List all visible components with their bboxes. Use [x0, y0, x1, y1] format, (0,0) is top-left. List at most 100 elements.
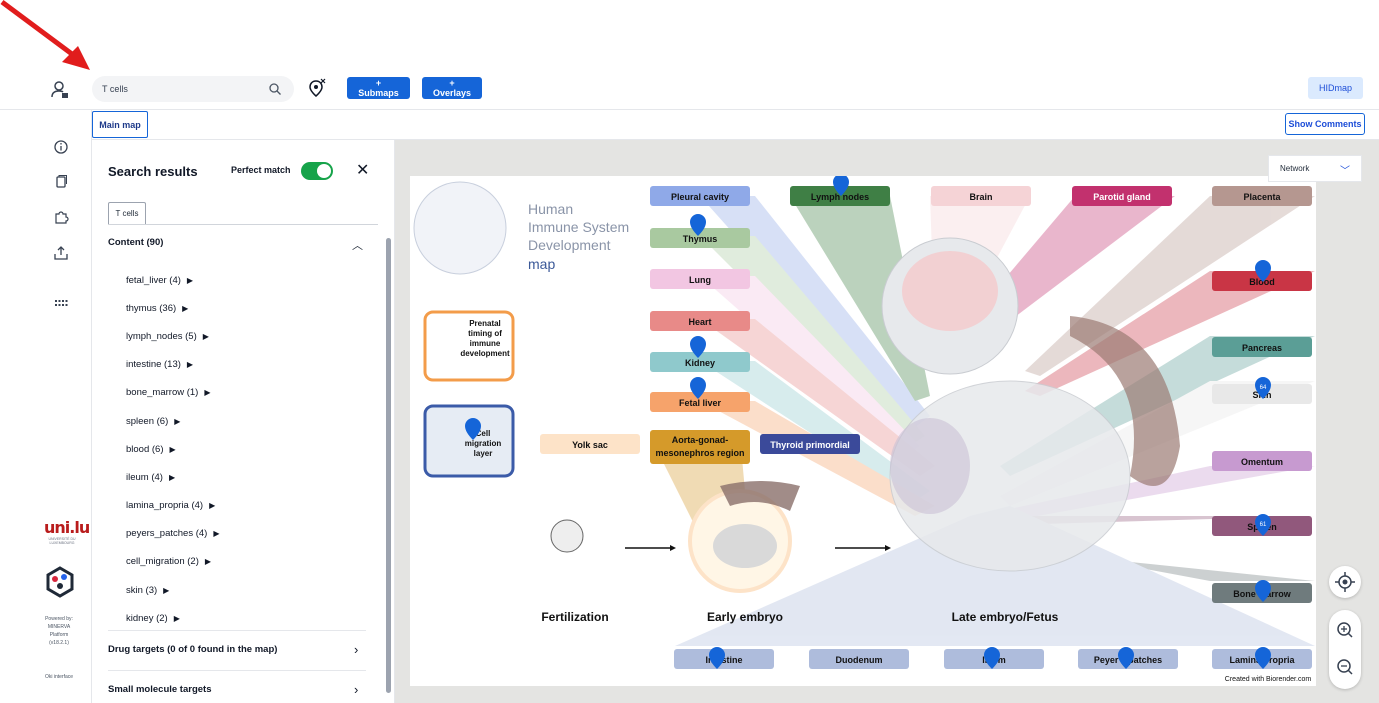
bottom-organ-labels[interactable]: Intestine Duodenum Ileum Peyer's patches… [674, 649, 1312, 669]
list-item[interactable]: ileum (4)▶ [126, 471, 176, 483]
minerva-logo [46, 566, 74, 598]
stage-early-embryo: Early embryo [707, 610, 783, 624]
clear-pins-icon[interactable] [307, 78, 327, 98]
triangle-right-icon: ▶ [209, 501, 216, 511]
drug-targets-header[interactable]: Drug targets (0 of 0 found in the map) [108, 644, 278, 655]
list-item[interactable]: fetal_liver (4)▶ [126, 274, 194, 286]
svg-text:Human: Human [528, 201, 573, 217]
svg-text:Thymus: Thymus [683, 234, 718, 244]
svg-text:Fetal liver: Fetal liver [679, 398, 722, 408]
triangle-right-icon: ▶ [204, 388, 211, 398]
pin-count: 64 [1260, 385, 1267, 391]
list-item[interactable]: thymus (36)▶ [126, 302, 189, 314]
svg-text:migration: migration [465, 439, 502, 448]
svg-text:Lung: Lung [689, 275, 711, 285]
list-item[interactable]: kidney (2)▶ [126, 612, 180, 624]
list-item[interactable]: intestine (13)▶ [126, 359, 194, 371]
svg-text:Lymph nodes: Lymph nodes [811, 192, 869, 202]
scrollbar[interactable] [386, 238, 391, 693]
svg-text:Parotid gland: Parotid gland [1093, 192, 1151, 202]
map-viewport[interactable]: Human Immune System Development map Pren… [395, 140, 1379, 703]
list-item[interactable]: cell_migration (2)▶ [126, 556, 212, 568]
search-result-pins[interactable] [465, 176, 1271, 669]
svg-text:immune: immune [470, 339, 501, 348]
close-icon[interactable]: ✕ [356, 162, 370, 179]
map-pin-icon [1255, 260, 1271, 282]
svg-text:mesonephros region: mesonephros region [655, 448, 744, 458]
chevron-right-icon[interactable]: › [354, 682, 359, 697]
biorender-credit: Created with Biorender.com [1225, 676, 1312, 683]
svg-text:Placenta: Placenta [1243, 192, 1281, 202]
tab-main-map[interactable]: Main map [92, 111, 148, 138]
development-illustrations [550, 237, 1180, 593]
map-tab-row: Main map Show Comments [92, 110, 1379, 140]
info-icon[interactable] [52, 138, 70, 156]
svg-text:Duodenum: Duodenum [836, 655, 883, 665]
submaps-button[interactable]: + Submaps [347, 77, 410, 99]
powered-by-text: Powered by: MINERVA Platform (v18.2.1) [45, 616, 73, 646]
top-organ-labels[interactable]: Lymph nodes Brain Parotid gland Placenta [790, 186, 1312, 206]
svg-text:Kidney: Kidney [685, 358, 715, 368]
map-pin-icon [1118, 647, 1134, 669]
divider [108, 630, 366, 631]
results-list: fetal_liver (4)▶ thymus (36)▶ lymph_node… [126, 266, 356, 632]
copy-icon[interactable] [52, 173, 70, 191]
search-input[interactable] [102, 84, 262, 94]
chevron-down-icon: ﹀ [1340, 166, 1350, 177]
divider [108, 224, 378, 225]
svg-text:Thyroid primordial: Thyroid primordial [770, 440, 850, 450]
overlays-button[interactable]: + Overlays [422, 77, 482, 99]
list-item[interactable]: lymph_nodes (5)▶ [126, 330, 209, 342]
perfect-match-toggle[interactable] [301, 162, 333, 180]
list-item[interactable]: bone_marrow (1)▶ [126, 387, 211, 399]
export-icon[interactable] [52, 244, 70, 262]
grid-icon[interactable] [52, 294, 70, 312]
oki-interface-text: Oki interface [44, 674, 74, 680]
cell-migration-box[interactable] [423, 404, 515, 478]
zoom-out-icon[interactable] [1329, 651, 1361, 687]
map-pin-icon [690, 336, 706, 358]
small-molecule-header[interactable]: Small molecule targets [108, 684, 212, 695]
content-section-header[interactable]: Content (90) [108, 237, 164, 248]
right-organ-labels[interactable]: Blood Pancreas Skin Omentum Spleen Bone … [1212, 271, 1312, 603]
svg-text:Heart: Heart [688, 317, 711, 327]
map-pin-icon [709, 647, 725, 669]
zoom-in-icon[interactable] [1329, 610, 1361, 646]
triangle-right-icon: ▶ [202, 331, 209, 341]
triangle-right-icon: ▶ [213, 529, 220, 539]
plugin-icon[interactable] [52, 208, 70, 226]
list-item[interactable]: blood (6)▶ [126, 443, 176, 455]
query-tab[interactable]: T cells [108, 202, 146, 224]
triangle-right-icon: ▶ [163, 585, 170, 595]
search-icon[interactable] [268, 82, 282, 96]
chevron-right-icon[interactable]: › [354, 642, 359, 657]
immune-system-map[interactable]: Human Immune System Development map Pren… [410, 176, 1316, 686]
triangle-right-icon: ▶ [173, 613, 180, 623]
prenatal-timing-box[interactable] [423, 310, 515, 382]
left-rail: uni.lu UNIVERSITÉ DU LUXEMBOURG Powered … [34, 110, 92, 703]
search-results-panel: Search results Perfect match ✕ T cells C… [92, 140, 395, 703]
network-select[interactable]: Network ﹀ [1268, 155, 1362, 182]
zoom-controls [1329, 610, 1361, 689]
search-box[interactable] [92, 76, 294, 102]
list-item[interactable]: skin (3)▶ [126, 584, 170, 596]
immune-logo [413, 181, 507, 275]
user-icon[interactable] [50, 80, 70, 100]
show-comments-button[interactable]: Show Comments [1285, 113, 1365, 135]
triangle-right-icon: ▶ [169, 444, 176, 454]
svg-text:Immune System: Immune System [528, 219, 629, 235]
list-item[interactable]: peyers_patches (4)▶ [126, 528, 220, 540]
hidmap-button[interactable]: HIDmap [1308, 77, 1363, 99]
chevron-up-icon[interactable]: ︿ [352, 240, 363, 252]
map-pin-icon [1255, 514, 1271, 536]
svg-text:layer: layer [474, 449, 493, 458]
locate-button[interactable] [1329, 566, 1361, 598]
left-organ-labels[interactable]: Pleural cavity Thymus Lung Heart Kidney … [540, 186, 860, 464]
red-arrow-annotation [0, 0, 90, 70]
svg-text:Omentum: Omentum [1241, 457, 1283, 467]
map-pin-icon [690, 214, 706, 236]
uni-lu-logo: uni.lu UNIVERSITÉ DU LUXEMBOURG [44, 518, 90, 545]
list-item[interactable]: lamina_propria (4)▶ [126, 500, 216, 512]
list-item[interactable]: spleen (6)▶ [126, 415, 181, 427]
svg-text:Prenatal: Prenatal [469, 319, 501, 328]
